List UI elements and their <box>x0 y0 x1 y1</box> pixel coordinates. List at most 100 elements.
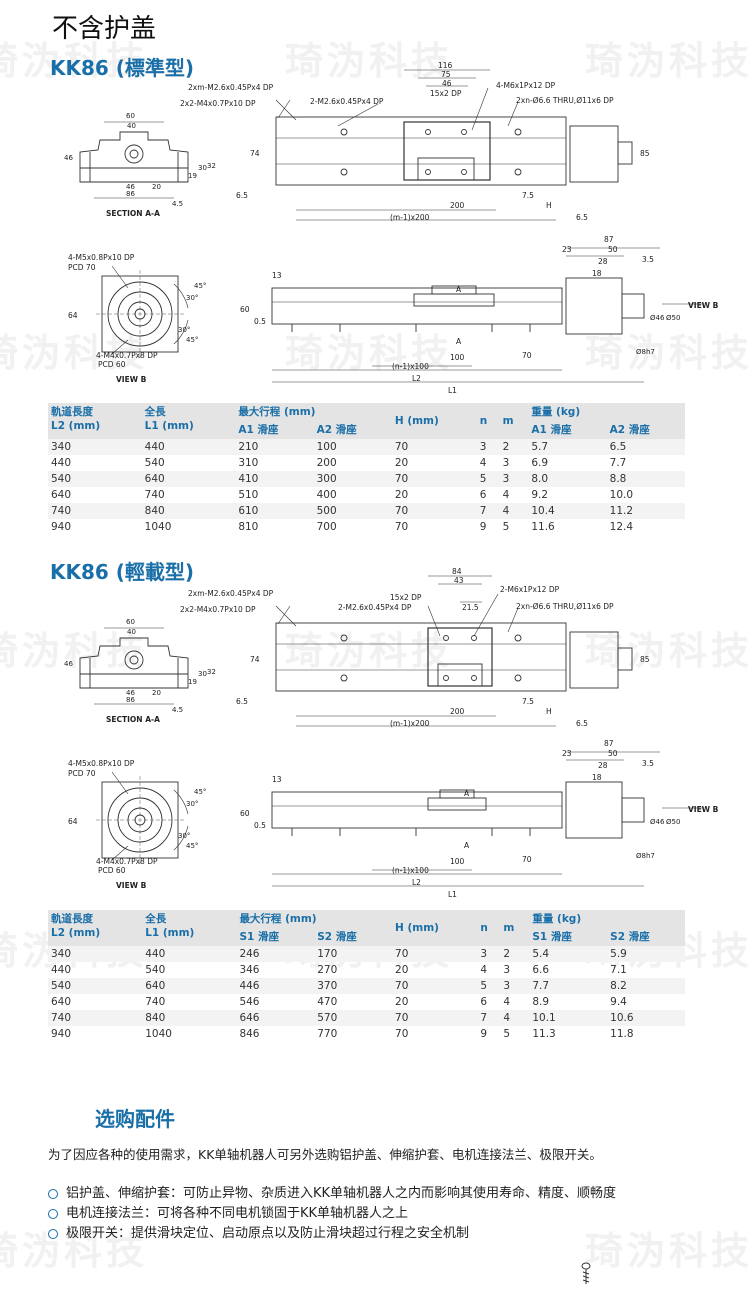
dim-label: L2 <box>412 878 421 887</box>
dim-label: 200 <box>450 707 465 716</box>
accessories-list: 铝护盖、伸缩护套：可防止异物、杂质进入KK单轴机器人之内而影响其使用寿命、精度、… <box>48 1184 616 1244</box>
view-label: VIEW B <box>688 805 719 814</box>
table-cell: 270 <box>317 964 338 976</box>
dim-label: 3.5 <box>642 255 654 264</box>
table-cell: 740 <box>144 489 165 501</box>
model-title-light: KK86 (輕載型) <box>50 560 195 584</box>
table-cell: 6.6 <box>532 964 550 976</box>
dim-label: A <box>456 285 462 294</box>
dim-label: 40 <box>127 122 136 130</box>
table-cell: 510 <box>238 489 259 501</box>
callout-label: 4-M5x0.8Px10 DP <box>68 759 135 768</box>
table-cell: 20 <box>394 457 409 469</box>
dim-label: 84 <box>452 567 462 576</box>
header-n: n <box>477 910 501 946</box>
dim-label: 40 <box>127 628 136 636</box>
dim-label: 64 <box>68 311 78 320</box>
table-cell: 310 <box>238 457 259 469</box>
dim-label: 46 <box>442 79 452 88</box>
table-cell: 20 <box>395 964 409 976</box>
header-m: m <box>500 910 530 946</box>
dim-label: 19 <box>188 172 197 180</box>
table-cell: 10.6 <box>607 1010 685 1026</box>
table-cell: 400 <box>316 489 337 501</box>
table-cell: 300 <box>313 471 392 487</box>
dim-label: 28 <box>598 761 608 770</box>
callout-label: 2x2-M4x0.7Px10 DP <box>180 99 256 108</box>
dim-label: 46 <box>64 154 73 162</box>
table-cell: 1040 <box>144 521 172 533</box>
callout-label: PCD 60 <box>98 866 126 875</box>
view-label: VIEW B <box>116 375 147 384</box>
table-cell: 5 <box>476 471 500 487</box>
table-cell: 70 <box>392 1010 478 1026</box>
table-cell: 4 <box>502 489 510 501</box>
table-cell: 1040 <box>145 1028 172 1040</box>
callout-label: 2-M2.6x0.45Px4 DP <box>310 97 384 106</box>
table-cell: 8.9 <box>532 996 550 1008</box>
dim-label: 13 <box>272 775 282 784</box>
model-title-standard: KK86 (標準型) <box>50 56 195 80</box>
dim-label: (m-1)x200 <box>390 213 430 222</box>
table-cell: 6.5 <box>606 439 685 455</box>
table-cell: 6 <box>479 489 487 501</box>
table-cell: 20 <box>394 489 409 501</box>
callout-label: 2-M6x1Px12 DP <box>500 585 560 594</box>
dim-label: 86 <box>126 190 135 198</box>
table-cell: 4 <box>499 503 529 519</box>
dim-label: 45° <box>186 336 198 344</box>
table-cell: 5.7 <box>528 439 607 455</box>
table-cell: 2 <box>499 439 529 455</box>
dim-label: (n-1)x100 <box>392 362 429 371</box>
dim-label: L1 <box>448 386 457 395</box>
callout-label: 2xn-Ø6.6 THRU,Ø11x6 DP <box>516 96 614 105</box>
dim-label: 21.5 <box>462 603 479 612</box>
header-stroke-b: S2 滑座 <box>314 928 393 946</box>
page-title: 不含护盖 <box>52 14 157 44</box>
table-cell: 540 <box>48 471 142 487</box>
header-weight: 重量 (kg) <box>529 910 685 928</box>
table-cell: 3 <box>476 439 500 455</box>
table-cell: 11.6 <box>531 521 555 533</box>
table-cell: 9.2 <box>531 489 549 501</box>
dim-label: 60 <box>126 112 135 120</box>
table-cell: 840 <box>142 1010 237 1026</box>
dim-label: 46 <box>64 660 73 668</box>
dim-label: A <box>464 789 470 798</box>
dim-label: 32 <box>207 162 216 170</box>
dim-label: 74 <box>250 655 260 664</box>
section-label: SECTION A-A <box>106 209 160 218</box>
dim-label: 45° <box>186 842 198 850</box>
dim-label: 6.5 <box>576 213 588 222</box>
dim-label: 30° <box>186 800 198 808</box>
dim-label: H <box>546 707 552 716</box>
callout-label: 4-M4x0.7Px8 DP <box>96 857 158 866</box>
table-cell: 640 <box>142 978 237 994</box>
screw-icon <box>581 1262 591 1284</box>
dim-label: 4.5 <box>172 706 183 714</box>
table-cell: 570 <box>314 1010 393 1026</box>
callout-label: 2xm-M2.6x0.45Px4 DP <box>188 83 274 92</box>
dim-label: 30° <box>186 294 198 302</box>
dim-label: 200 <box>450 201 465 210</box>
view-label: VIEW B <box>116 881 147 890</box>
header-weight-b: S2 滑座 <box>607 928 685 946</box>
list-item: 铝护盖、伸缩护套：可防止异物、杂质进入KK单轴机器人之内而影响其使用寿命、精度、… <box>48 1184 616 1204</box>
table-cell: 70 <box>391 439 477 455</box>
table-cell: 70 <box>391 503 477 519</box>
table-cell: 246 <box>236 946 315 962</box>
callout-label: 2xm-M2.6x0.45Px4 DP <box>188 589 274 598</box>
table-cell: 940 <box>51 1028 72 1040</box>
dim-label: Ø8h7 <box>636 852 655 860</box>
dim-label: 4.5 <box>172 200 183 208</box>
table-cell: 20 <box>395 996 409 1008</box>
callout-label: 4-M6x1Px12 DP <box>496 81 556 90</box>
header-h: H (mm) <box>392 910 478 946</box>
table-cell: 740 <box>145 996 166 1008</box>
